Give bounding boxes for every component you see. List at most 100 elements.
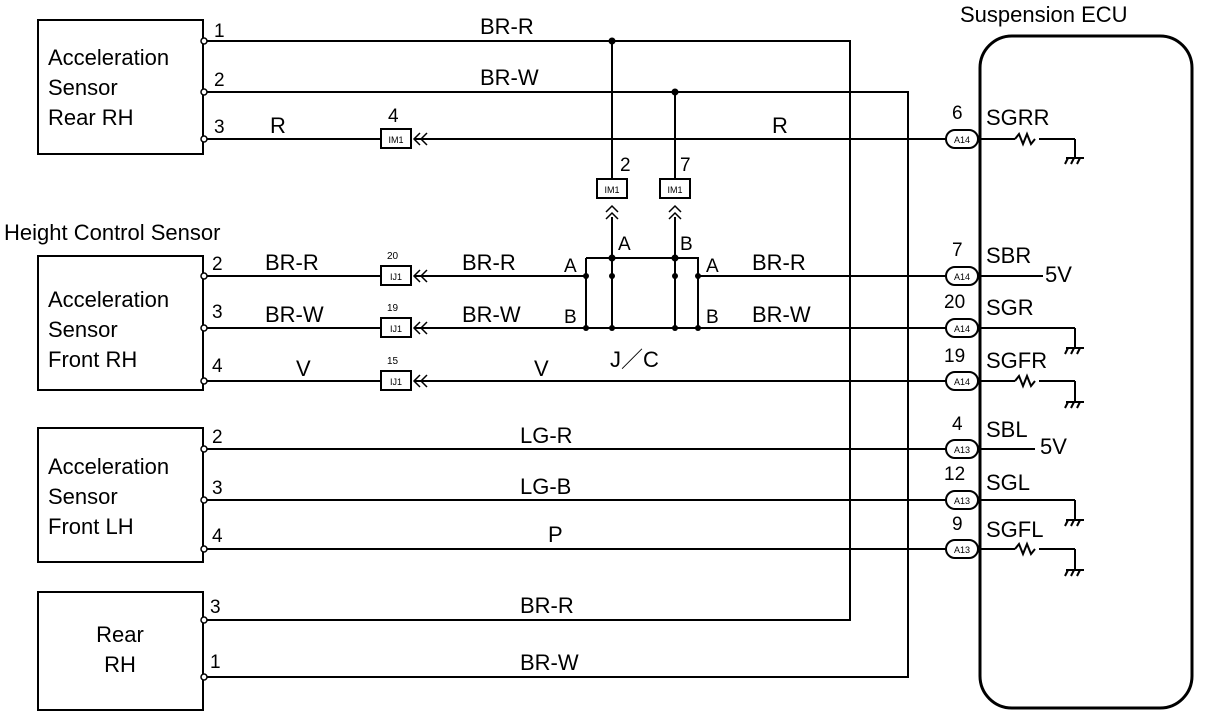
wire-label: P (548, 522, 563, 547)
pin-number: 1 (214, 21, 225, 42)
ecu-terminal-sgfl: 9 A13 SGFL (945, 514, 1043, 559)
pin-number: 3 (212, 302, 223, 323)
connector-name: IM1 (667, 185, 682, 195)
ecu-pin-number: 6 (952, 103, 963, 124)
ecu-terminal-sgl: 12 A13 SGL (944, 464, 1030, 510)
ecu-pin-number: 9 (952, 514, 963, 535)
junction-label: J／C (610, 347, 659, 372)
pin-number: 4 (212, 526, 223, 547)
wire-label: R (772, 113, 788, 138)
connector-im1-2: 2 IM1 (596, 155, 631, 220)
ecu-voltage-note: 5V (1045, 262, 1072, 287)
ecu-signal-name: SBR (986, 243, 1031, 268)
sensor-label: Front LH (48, 514, 134, 539)
height-sensor-rear-rh: Rear RH (37, 591, 204, 711)
ecu-signal-name: SGL (986, 470, 1030, 495)
accel-sensor-front-lh: Acceleration Sensor Front LH (37, 427, 204, 563)
ground-icon (1064, 569, 1084, 577)
sensor-label: Acceleration (48, 45, 169, 70)
pin-number: 3 (212, 478, 223, 499)
connector-pin: 4 (388, 106, 399, 127)
ecu-box (978, 34, 1194, 710)
ecu-pin-number: 19 (944, 346, 965, 367)
wire-br-w-rear-top (205, 91, 909, 678)
connector-ij1-20: 20 IJ1 (380, 251, 428, 286)
ecu-connector-id: A13 (954, 545, 970, 555)
junction-terminal-label: A (564, 256, 577, 277)
ecu-connector-id: A14 (954, 377, 970, 387)
ecu-signal-name: SGFL (986, 517, 1043, 542)
sensor-label: Acceleration (48, 454, 169, 479)
junction-terminal-label: B (680, 234, 693, 255)
pin-number: 2 (212, 254, 223, 275)
sensor-label: RH (104, 652, 136, 677)
sensor-label: Front RH (48, 347, 137, 372)
ecu-connector-id: A14 (954, 135, 970, 145)
ecu-connector-id: A14 (954, 324, 970, 334)
ecu-terminal-sgfr: 19 A14 SGFR (944, 346, 1047, 391)
ecu-voltage-note: 5V (1040, 434, 1067, 459)
terminal-dots (200, 37, 208, 681)
accel-sensor-front-rh: Acceleration Sensor Front RH (37, 255, 204, 391)
wire-label: V (296, 356, 311, 381)
ecu-terminal-sgrr: 6 A14 SGRR (945, 103, 1050, 149)
wire-label: BR-W (265, 302, 324, 327)
wire-label: BR-W (480, 65, 539, 90)
connector-im1-7: 7 IM1 (659, 155, 691, 220)
ecu-terminal-sgr: 20 A14 SGR (944, 292, 1034, 338)
connector-pin: 19 (387, 303, 399, 314)
wire-label: BR-W (520, 650, 579, 675)
sensor-label: Sensor (48, 484, 118, 509)
ecu-pin-number: 12 (944, 464, 965, 485)
connector-pin: 20 (387, 251, 399, 262)
ecu-terminal-sbl: 4 A13 SBL 5V (945, 414, 1067, 459)
ecu-pin-number: 20 (944, 292, 965, 313)
pin-number: 2 (214, 70, 225, 91)
junction-terminal-label: B (564, 307, 577, 328)
sensor-label: Rear (96, 622, 144, 647)
pin-number: 1 (210, 652, 221, 673)
wire-br-r-rear-top (205, 40, 851, 621)
ground-icon (1064, 519, 1084, 527)
connector-name: IM1 (388, 135, 403, 145)
connector-ij1-15: 15 IJ1 (380, 356, 428, 391)
junction-terminal-label: A (706, 256, 719, 277)
ecu-connector-id: A13 (954, 445, 970, 455)
accel-sensor-rear-rh: Acceleration Sensor Rear RH (37, 19, 204, 155)
sensor-label: Acceleration (48, 287, 169, 312)
wire-label: BR-R (265, 250, 319, 275)
wire-label: BR-R (462, 250, 516, 275)
ecu-pin-number: 7 (952, 240, 963, 261)
wire-label: BR-R (480, 14, 534, 39)
connector-pin: 7 (680, 155, 691, 176)
connector-name: IJ1 (390, 324, 402, 334)
ground-icon (1064, 157, 1084, 165)
wire-label: LG-B (520, 474, 571, 499)
ecu-connector-id: A14 (954, 272, 970, 282)
wire-label: BR-R (520, 593, 574, 618)
connector-name: IJ1 (390, 272, 402, 282)
pin-number: 2 (212, 427, 223, 448)
connector-name: IM1 (604, 185, 619, 195)
ecu-title: Suspension ECU (960, 2, 1128, 27)
height-control-sensor-title: Height Control Sensor (4, 220, 220, 245)
ecu-signal-name: SGFR (986, 348, 1047, 373)
ecu-signal-name: SGRR (986, 105, 1050, 130)
pin-number: 3 (210, 597, 221, 618)
wire-label: BR-R (752, 250, 806, 275)
pin-number: 4 (212, 356, 223, 377)
wire-label: V (534, 356, 549, 381)
wire-label: LG-R (520, 423, 573, 448)
connector-name: IJ1 (390, 377, 402, 387)
pin-number: 3 (214, 117, 225, 138)
splice-dots (583, 37, 701, 331)
junction-terminal-label: B (706, 307, 719, 328)
connector-pin: 2 (620, 155, 631, 176)
connector-im1-4: 4 IM1 (380, 106, 428, 149)
connector-ij1-19: 19 IJ1 (380, 303, 428, 338)
ground-symbols (1064, 157, 1084, 577)
ecu-terminal-sbr: 7 A14 SBR 5V (945, 240, 1072, 287)
ecu-signal-name: SBL (986, 417, 1028, 442)
ecu-signal-name: SGR (986, 295, 1034, 320)
